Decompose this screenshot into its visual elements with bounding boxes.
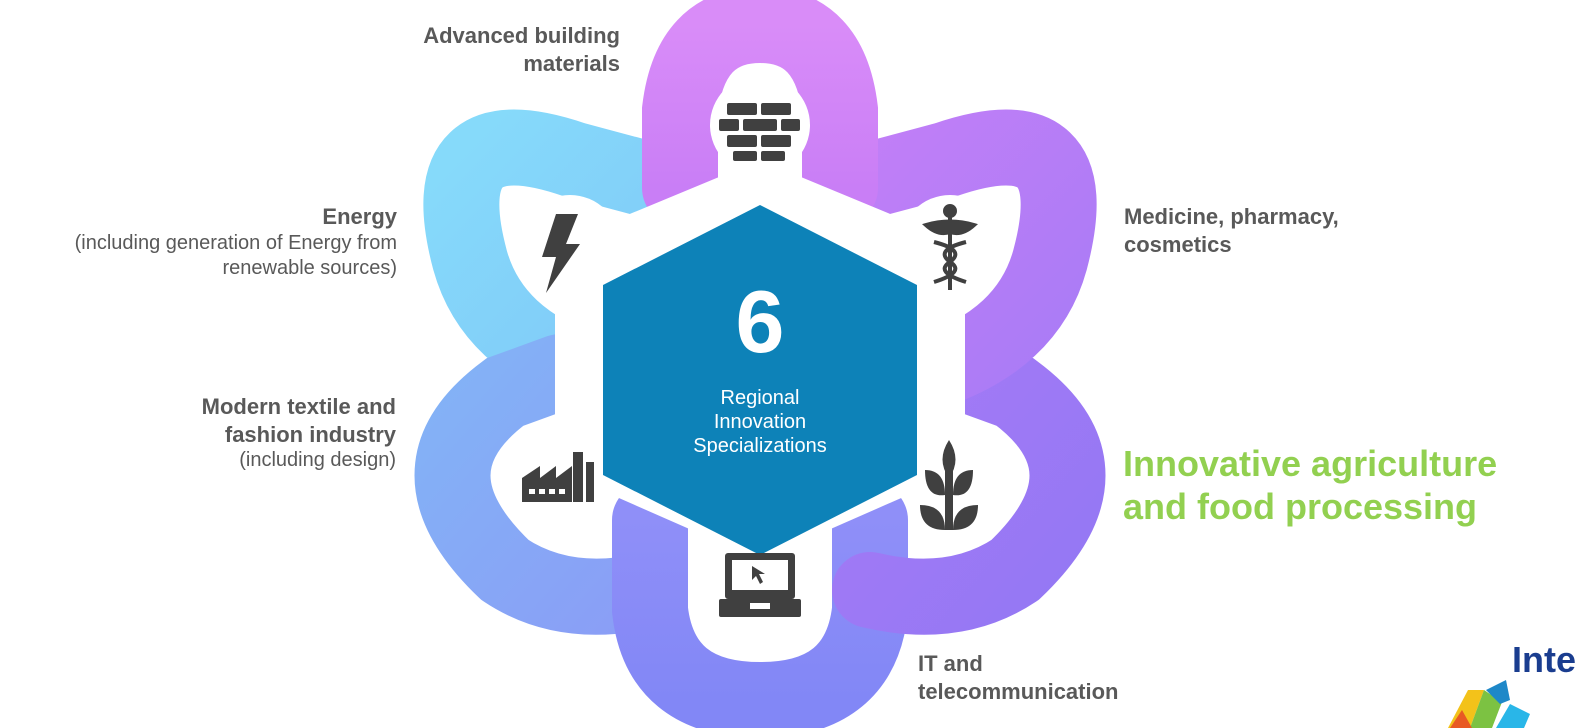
brick-wall-icon — [719, 103, 800, 161]
petals — [414, 0, 1106, 728]
label-building: Advanced building materials — [423, 23, 620, 76]
caduceus-icon — [922, 204, 978, 290]
laptop-icon — [719, 553, 801, 617]
label-textile: Modern textile and fashion industry (inc… — [201, 394, 396, 471]
interreg-logo: Interre — [1440, 640, 1575, 728]
center-caption: Regional Innovation Specializations — [693, 387, 827, 457]
label-medicine: Medicine, pharmacy, cosmetics — [1124, 204, 1339, 257]
label-it: IT and telecommunication — [918, 651, 1119, 704]
center-number: 6 — [735, 272, 785, 371]
label-energy: Energy (including generation of Energy f… — [74, 204, 397, 279]
plant-icon — [920, 440, 978, 530]
factory-icon — [522, 452, 594, 502]
center-hexagon — [603, 205, 917, 555]
petal-medicine — [802, 109, 1097, 410]
petal-agri — [832, 334, 1106, 635]
petal-textile — [414, 334, 688, 635]
logo-text: Interre — [1512, 640, 1575, 680]
petal-it — [612, 482, 908, 728]
label-agriculture: Innovative agriculture and food processi… — [1123, 443, 1498, 528]
petal-building — [642, 0, 878, 226]
lightning-icon — [542, 214, 580, 293]
logo-mark-icon — [1448, 680, 1530, 728]
